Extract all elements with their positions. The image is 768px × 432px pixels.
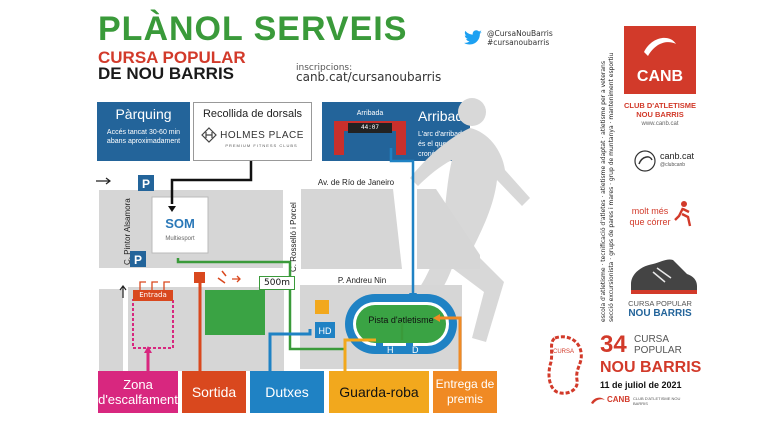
canbcat-text[interactable]: canb.cat (660, 151, 695, 161)
start-marker (194, 272, 205, 283)
route-guarda (343, 338, 376, 371)
page-title: PLÀNOL SERVEIS (98, 10, 408, 48)
dorsals-box: Recollida de dorsals HOLMES PLACE PREMIU… (193, 102, 312, 161)
club-url[interactable]: www.canb.cat (641, 121, 679, 127)
edition-club-sub: CLUB D'ATLETISME NOU BARRIS (633, 396, 681, 406)
subtitle-nou-barris: DE NOU BARRIS (98, 64, 235, 83)
legend-zona: Zona d'escalfament (98, 371, 178, 413)
edition-shoe-logo-icon (547, 335, 583, 395)
slogan: molt més que córrer (629, 206, 671, 227)
holmes-place-sub: PREMIUM FITNESS CLUBS (225, 143, 298, 148)
road-arrow-up-icon (119, 285, 127, 298)
runner-start-icon (217, 270, 227, 284)
football-field (205, 290, 265, 335)
som-sub: Multiesport (165, 236, 195, 242)
street-pintor: C. Pintor Alsamora (123, 198, 132, 265)
street-rossello: C. Rosselló i Porcel (289, 202, 298, 272)
h-marker (376, 343, 383, 350)
edition-cursa: CURSA (634, 334, 670, 345)
edition-date: 11 de juliol de 2021 (600, 380, 682, 390)
subtitle-cursa-popular: CURSA POPULAR (98, 48, 246, 67)
canb-logo: CANB (624, 26, 696, 94)
running-shoe-icon (631, 259, 697, 294)
distance-label: 500m (259, 276, 295, 290)
edition-number: 34 (600, 331, 627, 358)
arch-clock: 44:07 (360, 124, 380, 131)
block-top-right (301, 189, 402, 269)
parking-sign-top-icon (138, 175, 154, 191)
d-label: D (412, 345, 419, 355)
edition-club: CANB (607, 395, 631, 404)
cursa-line1: CURSA POPULAR (628, 299, 692, 308)
route-arribada (389, 148, 415, 295)
canb-round-logo-icon (634, 150, 656, 172)
entrada-arrows-icon (139, 281, 170, 290)
edition-nou-barris: NOU BARRIS (600, 359, 702, 376)
h-label: H (387, 345, 394, 355)
parking-sign-bottom-icon (130, 251, 146, 267)
parking-title: Pàrquing (115, 106, 172, 122)
hd-label: HD (319, 326, 332, 336)
pista-label: Pista d'atletisme (368, 315, 433, 325)
edition-badge-text: CURSA (553, 349, 575, 355)
road-arrow-right-icon (96, 177, 111, 185)
inscriptions-label: inscripcions: (296, 63, 353, 73)
svg-text:P: P (142, 177, 150, 191)
twitter-hashtag[interactable]: #cursanoubarris (487, 38, 550, 47)
hd-marker (315, 322, 335, 338)
street-rio: Av. de Río de Janeiro (318, 178, 395, 187)
legend-guarda: Guarda-roba (329, 371, 429, 413)
som-building (151, 196, 209, 254)
dorsals-title: Recollida de dorsals (202, 108, 303, 120)
twitter-handle[interactable]: @CursaNouBarris (487, 29, 553, 38)
som-logo: SOM (165, 216, 195, 231)
vertical-text-2: secció excursionista · grups de pares i … (608, 52, 615, 322)
arribada-title: Arribada (418, 108, 471, 124)
arch-banner-text: Arribada (356, 110, 384, 117)
block-top-far-right (417, 189, 480, 269)
small-runner-icon (674, 201, 692, 227)
edition-canb-swoosh-icon (591, 397, 605, 404)
legend-sortida: Sortida (182, 371, 246, 413)
twitter-icon (464, 30, 482, 45)
canbcat-sub: @clubcanb (660, 162, 686, 168)
guarda-roba-marker (315, 300, 329, 314)
club-full-name: CLUB D'ATLETISME NOU BARRIS (623, 101, 697, 119)
route-dutxes (268, 329, 312, 371)
edition-popular: POPULAR (634, 345, 682, 356)
route-dorsals (170, 161, 253, 204)
block-bottom-left-strip (99, 289, 123, 371)
holmes-place-text: HOLMES PLACE (220, 129, 304, 141)
route-500m (176, 258, 345, 351)
parking-note: Accés tancat 30-60 min abans aproximadam… (106, 129, 181, 145)
street-nin: P. Andreu Nin (338, 276, 386, 285)
finish-arch-icon (334, 121, 406, 155)
parking-info-box: Pàrquing Accés tancat 30-60 min abans ap… (97, 102, 190, 161)
inscriptions-url[interactable]: canb.cat/cursanoubarris (296, 70, 442, 84)
d-marker (406, 343, 413, 350)
legend-entrega: Entrega de premis (433, 371, 497, 413)
twitter-text: @CursaNouBarris #cursanoubarris (487, 29, 553, 47)
legend-dutxes: Dutxes (250, 371, 324, 413)
canb-swoosh-icon (644, 37, 676, 56)
route-entrega (437, 316, 462, 371)
canb-name: CANB (636, 68, 684, 85)
svg-text:P: P (134, 253, 142, 267)
cursa-line2: NOU BARRIS (628, 308, 692, 319)
start-arrow-icon (232, 275, 241, 283)
entrada-label: Entrada (133, 290, 173, 301)
holmes-place-logo-icon (201, 127, 217, 143)
vertical-text-1: escola d'atletisme · tecnificació d'atle… (600, 61, 607, 322)
